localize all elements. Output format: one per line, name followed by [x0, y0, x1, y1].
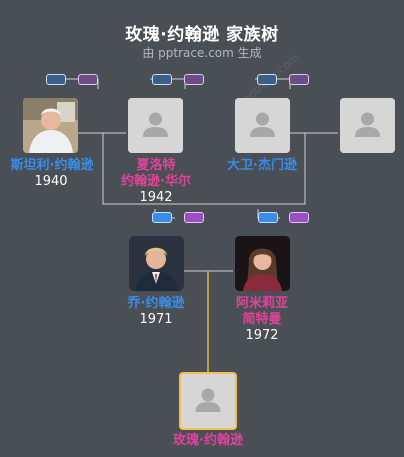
charlotte-birth-year: 1942 — [139, 190, 173, 205]
person-silhouette-icon — [235, 98, 290, 153]
david-photo-placeholder[interactable] — [235, 98, 290, 153]
amelia-portrait-image — [235, 236, 290, 291]
charlotte-mother-toggle[interactable] — [184, 74, 204, 85]
page-subtitle: 由 pptrace.com 生成 — [142, 46, 262, 60]
jo-mother-toggle[interactable] — [184, 212, 204, 223]
jo-name[interactable]: 乔·约翰逊 — [127, 296, 185, 311]
stanley-father-toggle[interactable] — [46, 74, 66, 85]
stanley-birth-year: 1940 — [34, 174, 68, 189]
david-father-toggle[interactable] — [257, 74, 277, 85]
person-silhouette-icon — [181, 374, 235, 428]
amelia-name-line1[interactable]: 阿米莉亚 — [235, 296, 288, 311]
jo-father-toggle[interactable] — [152, 212, 172, 223]
amelia-father-toggle[interactable] — [258, 212, 278, 223]
david-mother-toggle[interactable] — [289, 74, 309, 85]
page-title: 玫瑰·约翰逊 家族树 — [125, 25, 279, 45]
amelia-name-line2[interactable]: 简特曼 — [242, 312, 282, 327]
jo-photo[interactable] — [129, 236, 184, 291]
david-name[interactable]: 大卫·杰门逊 — [227, 158, 297, 173]
jo-birth-year: 1971 — [139, 312, 173, 327]
charlotte-name-line1[interactable]: 夏洛特 — [136, 158, 176, 173]
children-bracket-grandparents — [102, 133, 306, 205]
amelia-photo[interactable] — [235, 236, 290, 291]
charlotte-father-toggle[interactable] — [152, 74, 172, 85]
jo-portrait-image — [129, 236, 184, 291]
rose-name[interactable]: 玫瑰·约翰逊 — [173, 433, 243, 448]
amelia-birth-year: 1972 — [245, 328, 279, 343]
charlotte-photo-placeholder[interactable] — [128, 98, 183, 153]
stanley-mother-toggle[interactable] — [78, 74, 98, 85]
amelia-mother-toggle[interactable] — [289, 212, 309, 223]
david-spouse-photo-placeholder[interactable] — [340, 98, 395, 153]
person-silhouette-icon — [340, 98, 395, 153]
stanley-pill-connector — [66, 78, 99, 89]
stanley-photo[interactable] — [23, 98, 78, 153]
stanley-name[interactable]: 斯坦利·约翰逊 — [10, 158, 94, 173]
stanley-portrait-image — [23, 98, 78, 153]
rose-photo-placeholder[interactable] — [179, 372, 237, 430]
charlotte-name-line2[interactable]: 约翰逊·华尔 — [121, 174, 191, 189]
person-silhouette-icon — [128, 98, 183, 153]
